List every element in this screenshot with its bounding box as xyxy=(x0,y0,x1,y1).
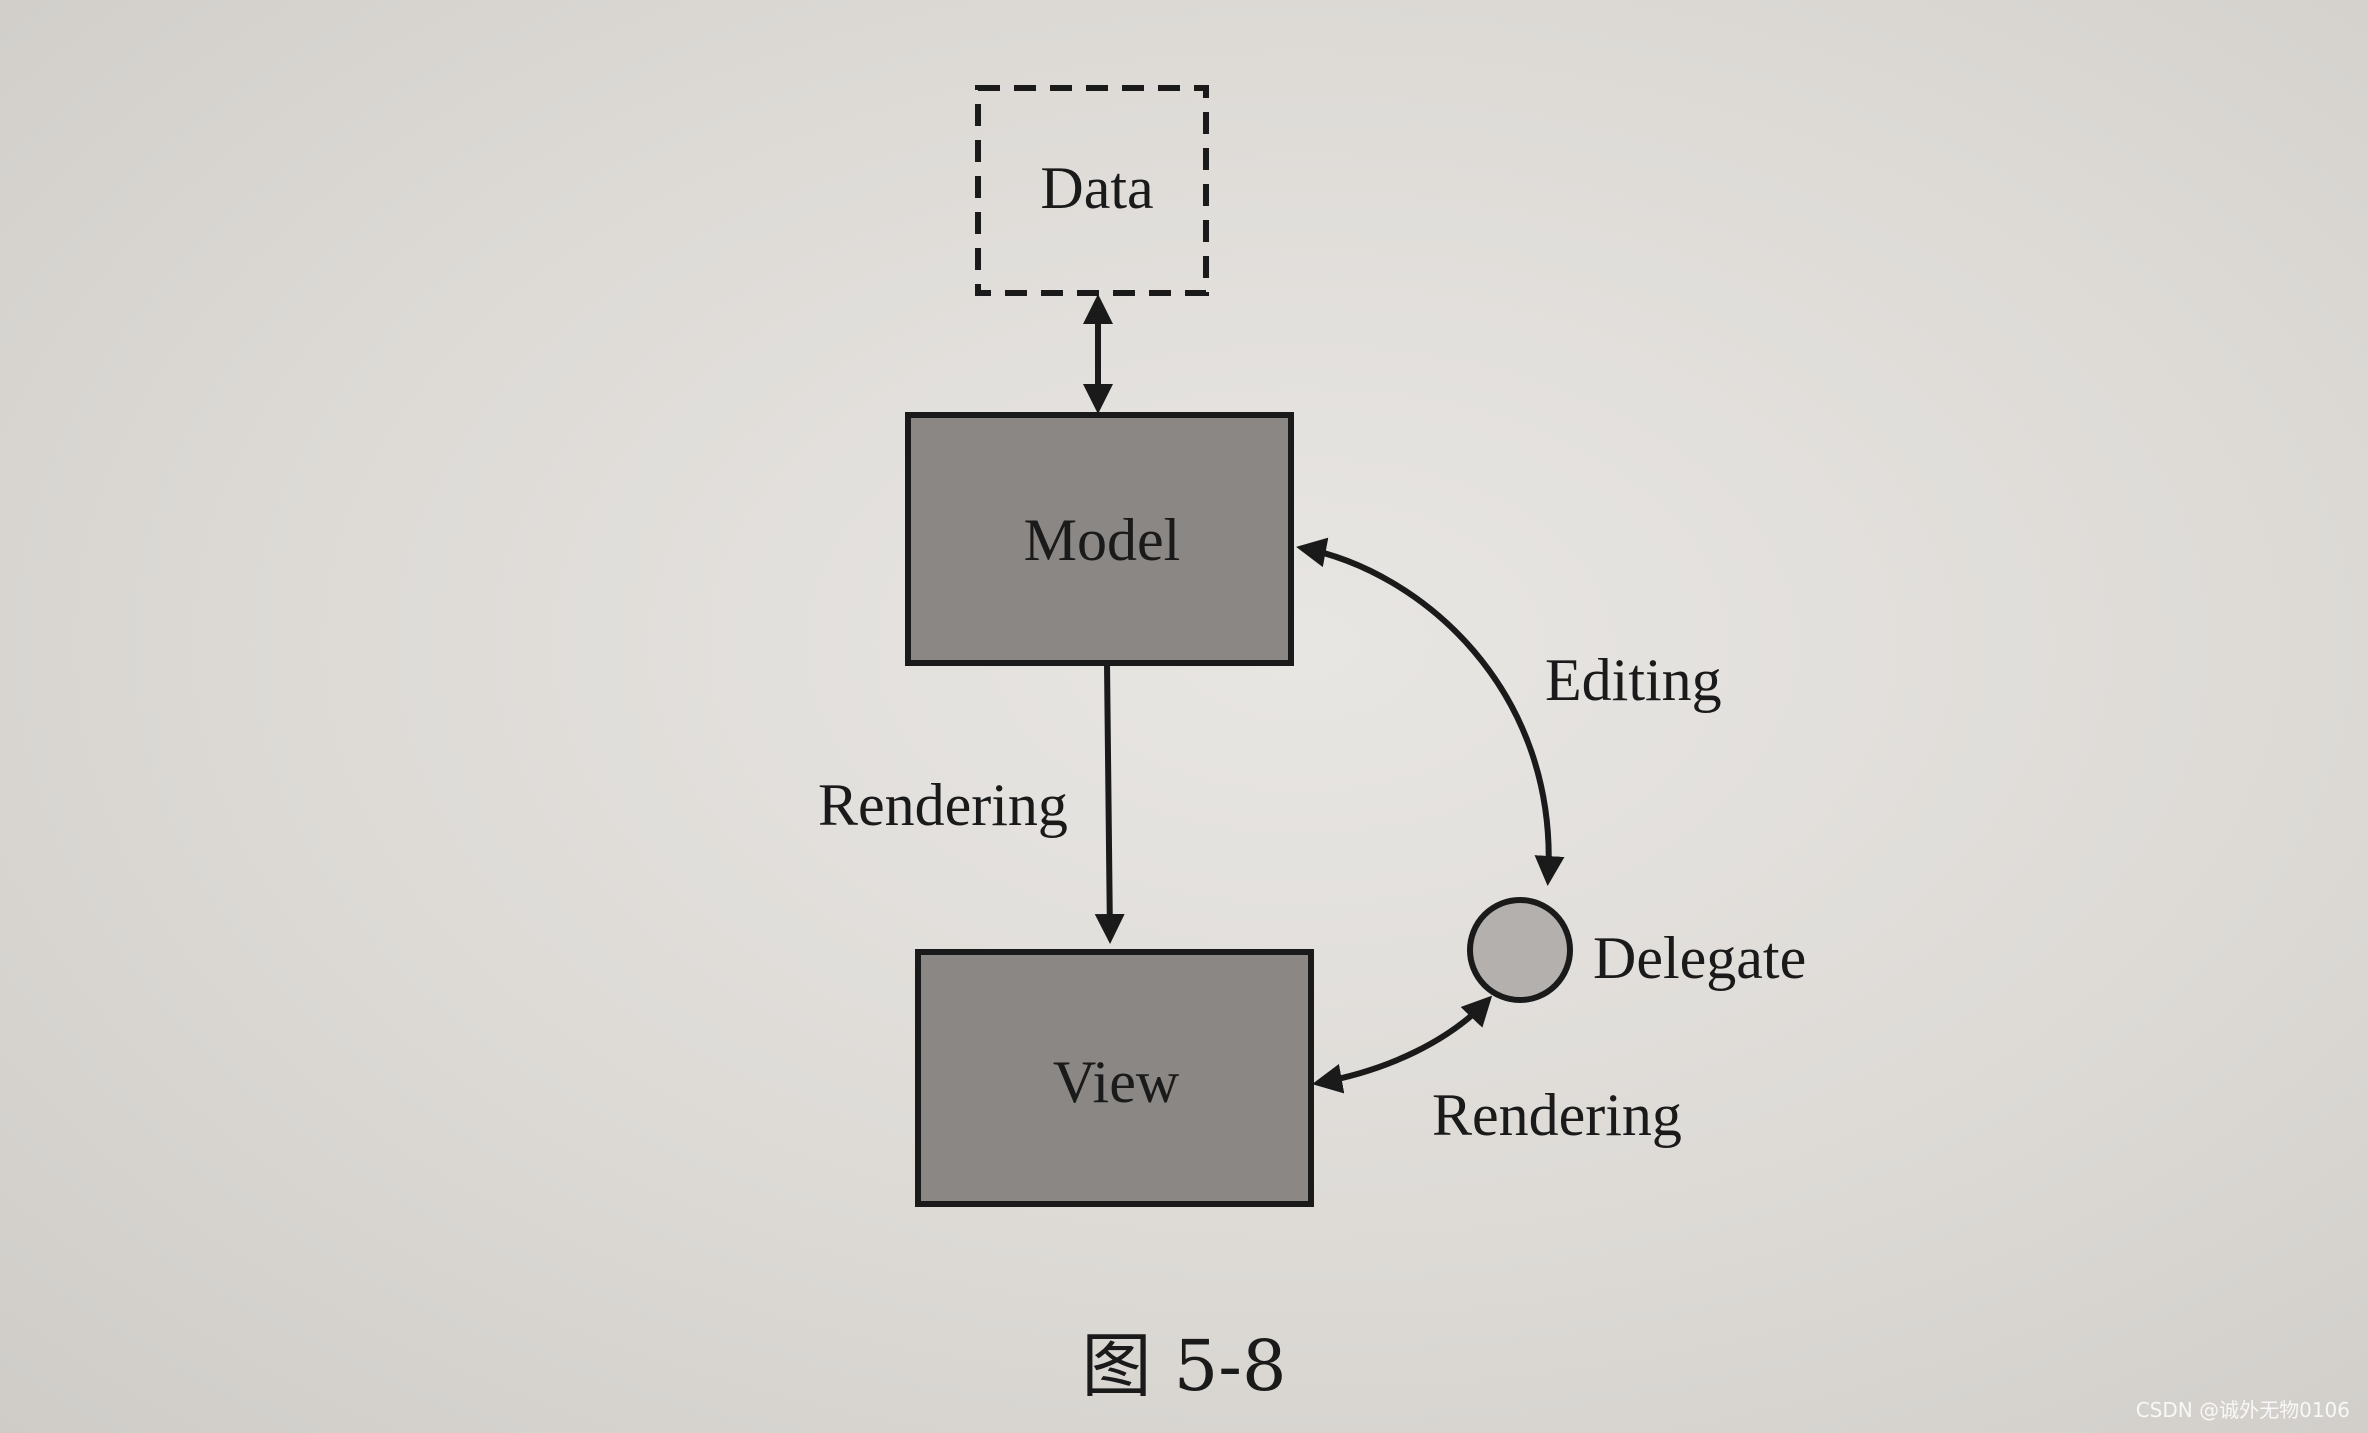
view-node: View xyxy=(915,949,1314,1207)
edge-delegate-view xyxy=(1312,995,1493,1094)
view-node-label: View xyxy=(1053,1049,1180,1115)
delegate-node: Delegate xyxy=(1467,897,1806,1003)
edge-model-delegate-label: Editing xyxy=(1545,647,1722,713)
edge-delegate-view-label: Rendering xyxy=(1432,1082,1682,1148)
edge-model-view-label: Rendering xyxy=(818,772,1068,838)
figure-caption: 图 5-8 xyxy=(1081,1325,1287,1407)
model-node: Model xyxy=(905,412,1294,666)
model-node-label: Model xyxy=(1024,507,1181,573)
edge-model-view xyxy=(1094,662,1125,944)
watermark: CSDN @诚外无物0106 xyxy=(2135,1398,2350,1422)
delegate-node-label: Delegate xyxy=(1593,925,1806,991)
edge-model-delegate xyxy=(1296,537,1565,886)
data-node: Data xyxy=(975,85,1209,296)
data-node-label: Data xyxy=(1040,155,1153,221)
